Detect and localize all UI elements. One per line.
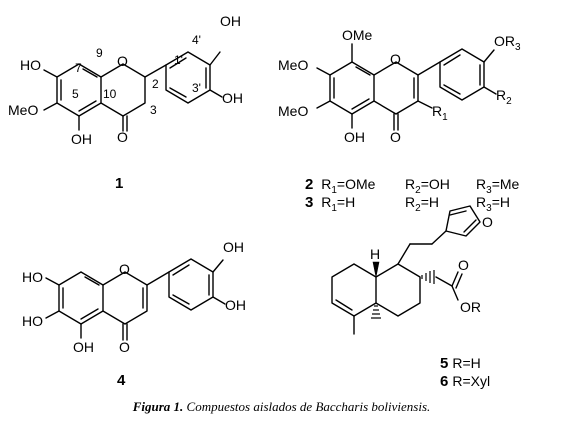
c1-loc-1p: 1' [174, 53, 183, 67]
row3-r2: R [405, 194, 415, 210]
c56-or: OR [460, 299, 481, 315]
row2-r3: R [476, 176, 486, 192]
c1-loc-4p: 4' [192, 33, 201, 47]
c56-carbonyl-o: O [458, 257, 469, 273]
svg-text:R2: R2 [496, 87, 512, 107]
row3-r1-sub: 1 [331, 203, 337, 214]
c56-furan-o: O [482, 214, 493, 230]
row2-r1: R [321, 176, 331, 192]
c23-carbonyl-o: O [390, 129, 401, 145]
row3-r3: R [476, 194, 486, 210]
row2-r1-sub: 1 [331, 185, 337, 196]
row6-number: 6 [440, 373, 448, 390]
c23-or3: OR [494, 33, 515, 49]
c23-r2-sub: 2 [506, 96, 512, 107]
row2-r2-sub: 2 [415, 185, 421, 196]
c23-r1: R [432, 103, 442, 119]
c1-carbonyl-o: O [117, 129, 128, 145]
c4-ho-7: HO [22, 269, 43, 285]
c4-ring-o: O [119, 261, 130, 277]
c23-r1-sub: 1 [442, 112, 448, 123]
figure-caption: Figura 1. Compuestos aislados de Bacchar… [0, 399, 563, 415]
c23-oh-5: OH [344, 129, 365, 145]
c23-meo-6: MeO [278, 103, 308, 119]
caption-text: Compuestos aislados de Baccharis bolivie… [183, 399, 431, 414]
c1-loc-3p: 3' [192, 81, 201, 95]
c1-loc-3: 3 [150, 103, 157, 117]
caption-label: Figura 1. [132, 399, 184, 414]
row3-r3-val: =H [492, 194, 510, 210]
c1-oh-7: HO [20, 57, 41, 73]
c23-row-3: 3 R1=H R2=H R3=H [305, 194, 510, 214]
c1-oh-5: OH [71, 131, 92, 147]
c1-loc-10: 10 [103, 87, 117, 101]
c1-loc-2: 2 [152, 77, 159, 91]
c4-carbonyl-o: O [119, 339, 130, 355]
c23-ome-8: OMe [342, 27, 373, 43]
c1-loc-9: 9 [96, 46, 103, 60]
row3-number: 3 [305, 194, 313, 211]
compound-2-3: OMe MeO MeO OH O O OR3 R2 R1 2 R1=OMe R2… [278, 27, 521, 214]
c23-ring-o: O [390, 51, 401, 67]
row2-r3-sub: 3 [486, 185, 492, 196]
c23-meo-7: MeO [278, 57, 308, 73]
c23-row-2: 2 R1=OMe R2=OH R3=Me [305, 176, 520, 196]
c4-oh-top: OH [223, 239, 244, 255]
c1-loc-7: 7 [75, 61, 82, 75]
row2-number: 2 [305, 176, 313, 193]
row6-text: R=Xyl [452, 373, 490, 389]
row3-r1: R [321, 194, 331, 210]
c1-ring-o: O [117, 53, 128, 69]
c1-oh-4p: OH [220, 13, 241, 29]
c1-oh-3p: OH [222, 90, 243, 106]
c1-number: 1 [115, 175, 123, 192]
c4-number: 4 [117, 372, 126, 389]
row5-text: R=H [452, 355, 480, 371]
c23-or3-sub: 3 [515, 42, 521, 53]
row5-number: 5 [440, 355, 448, 372]
svg-text:OR3: OR3 [494, 33, 521, 53]
c1-meo-6: MeO [8, 102, 38, 118]
row3-r3-sub: 3 [486, 203, 492, 214]
c23-r2: R [496, 87, 506, 103]
c4-oh-mid: OH [225, 297, 246, 313]
compound-1: O O HO MeO OH OH OH 7 9 5 10 2 3 1' 4' 3… [8, 13, 243, 192]
svg-text:R1: R1 [432, 103, 448, 123]
row3-r2-sub: 2 [415, 203, 421, 214]
row2-r1-val: =OMe [337, 176, 376, 192]
c4-oh-5: OH [73, 339, 94, 355]
c1-loc-5: 5 [72, 87, 79, 101]
row2-r3-val: =Me [492, 176, 520, 192]
c56-h-label: H [370, 246, 380, 262]
row3-r2-val: =H [421, 194, 439, 210]
row2-r2-val: =OH [421, 176, 450, 192]
compound-4: O O HO HO OH OH OH 4 [22, 239, 246, 389]
structures-svg: O O HO MeO OH OH OH 7 9 5 10 2 3 1' 4' 3… [8, 13, 521, 390]
c4-ho-6: HO [22, 313, 43, 329]
row2-r2: R [405, 176, 415, 192]
row3-r1-val: =H [337, 194, 355, 210]
